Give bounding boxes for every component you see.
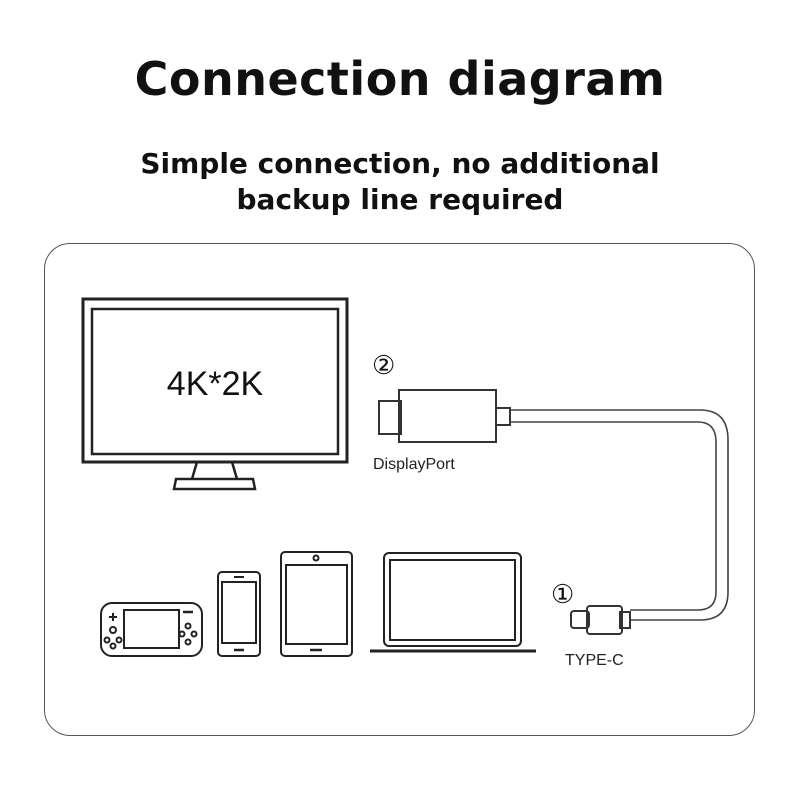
monitor-icon [81,297,349,491]
typec-label: TYPE-C [565,652,624,669]
monitor-resolution-label: 4K*2K [167,365,264,403]
cable-line [510,409,729,621]
page-title: Connection diagram [134,52,666,106]
displayport-number-badge: ② [372,350,395,380]
diagram-frame [44,243,755,736]
laptop-icon [370,552,536,653]
game-console-icon [100,602,203,657]
typec-number-badge: ① [551,579,574,609]
tablet-icon [280,551,353,657]
page-subtitle: Simple connection, no additional backup … [140,147,660,216]
displayport-label: DisplayPort [373,456,455,473]
displayport-connector-icon [378,389,511,443]
typec-connector-icon [570,605,631,635]
smartphone-icon [217,571,261,657]
